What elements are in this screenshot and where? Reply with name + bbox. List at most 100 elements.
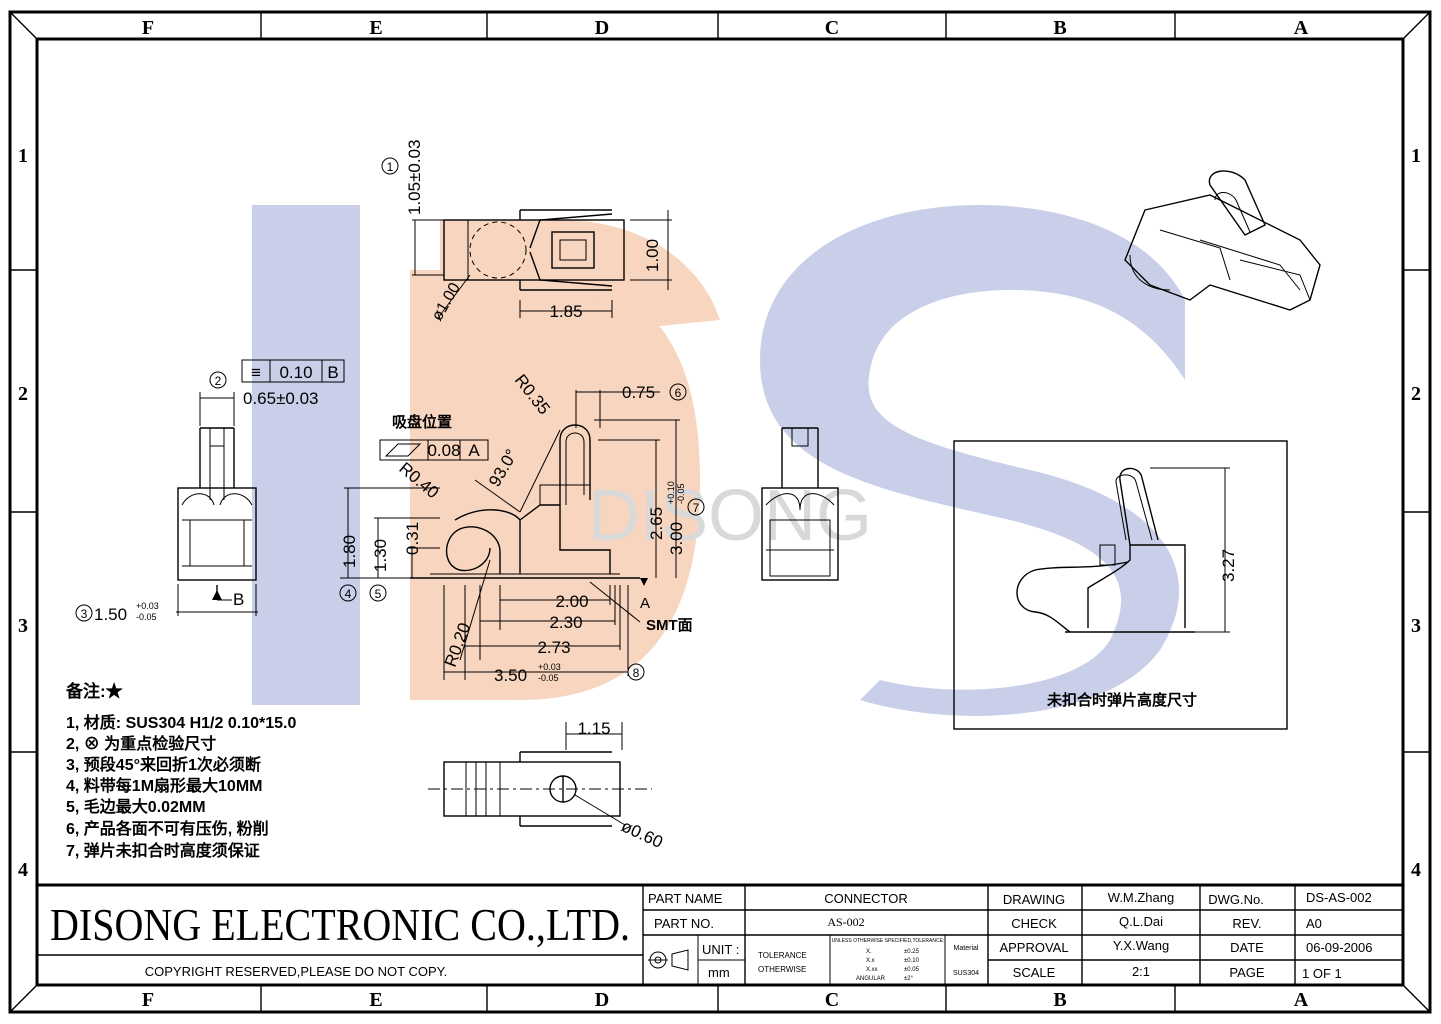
tolerance-value: 0.10 bbox=[279, 363, 312, 382]
dim-length: 1.85 bbox=[549, 302, 582, 321]
col-label-top: B bbox=[1053, 17, 1066, 39]
note-item: 2, ⊗ 为重点检验尺寸 bbox=[66, 734, 216, 753]
dim-3-27: 3.27 bbox=[1219, 549, 1238, 582]
dim-width: 1.00 bbox=[643, 239, 662, 272]
row-label-right: 3 bbox=[1411, 615, 1421, 637]
note-item: 3, 预段45°来回折1次必须断 bbox=[66, 755, 261, 774]
dim-2-00: 2.00 bbox=[555, 592, 588, 611]
dim-height: 1.05±0.03 bbox=[405, 139, 424, 215]
tol-lower: -0.05 bbox=[676, 483, 686, 504]
col-label-top: D bbox=[595, 17, 609, 39]
check-value: Q.L.Dai bbox=[1119, 914, 1163, 929]
tolerance-row-key: ANGULAR bbox=[856, 976, 886, 982]
unit-label: UNIT : bbox=[702, 942, 739, 957]
col-label-top: E bbox=[369, 17, 382, 39]
copyright-notice: COPYRIGHT RESERVED,PLEASE DO NOT COPY. bbox=[145, 964, 447, 979]
title-block-grid bbox=[37, 883, 1403, 985]
dim-0-75: 0.75 bbox=[622, 383, 655, 402]
part-name-label: PART NAME bbox=[648, 891, 723, 906]
dim-width: 0.65±0.03 bbox=[243, 389, 319, 408]
dim-0-31: 0.31 bbox=[403, 522, 422, 555]
grid-labels: F E D C B A F E D C B A 1 2 3 4 1 2 3 4 bbox=[18, 17, 1421, 1011]
tolerance-row-value: ±0.05 bbox=[904, 967, 920, 973]
col-label-bottom: C bbox=[825, 989, 839, 1011]
tol-upper: +0.03 bbox=[136, 601, 159, 611]
balloon bbox=[369, 584, 387, 602]
left-view bbox=[176, 359, 345, 616]
dim-1-15: 1.15 bbox=[577, 719, 610, 738]
dim-2-30: 2.30 bbox=[549, 613, 582, 632]
sheet-frame bbox=[8, 10, 1432, 1014]
balloon bbox=[75, 604, 93, 622]
balloon bbox=[687, 498, 705, 516]
part-name-value: CONNECTOR bbox=[824, 891, 908, 906]
rev-value: A0 bbox=[1306, 916, 1322, 931]
dim-bottom: 1.50 bbox=[94, 605, 127, 624]
date-value: 06-09-2006 bbox=[1306, 940, 1373, 955]
tol-lower: -0.05 bbox=[136, 612, 157, 622]
smt-face-label: SMT面 bbox=[646, 617, 693, 634]
watermark-s bbox=[760, 205, 1185, 716]
tolerance-row-value: ±0.25 bbox=[904, 949, 920, 955]
dim-1-30: 1.30 bbox=[371, 539, 390, 572]
note-item: 6, 产品各面不可有压伤, 粉削 bbox=[66, 819, 269, 838]
balloon-number: 7 bbox=[693, 501, 700, 515]
page-value: 1 OF 1 bbox=[1302, 966, 1342, 981]
col-label-bottom: B bbox=[1053, 989, 1066, 1011]
datum-label: A bbox=[640, 595, 650, 612]
dim-2-73: 2.73 bbox=[537, 638, 570, 657]
scale-value: 2:1 bbox=[1132, 964, 1150, 979]
page-label: PAGE bbox=[1229, 965, 1264, 980]
note-item: 5, 毛边最大0.02MM bbox=[66, 797, 206, 816]
row-label-left: 4 bbox=[18, 859, 28, 881]
front-view bbox=[340, 390, 680, 680]
dim-0-60: ø0.60 bbox=[618, 816, 665, 852]
watermark-text: DISONG bbox=[588, 476, 872, 556]
dim-3-50: 3.50 bbox=[494, 666, 527, 685]
tol-lower: -0.05 bbox=[538, 673, 559, 683]
part-no-value: AS-002 bbox=[827, 915, 864, 929]
balloon-number: 4 bbox=[345, 587, 352, 601]
material-value: SUS304 bbox=[953, 970, 979, 977]
tolerance-row-key: X.xx bbox=[866, 967, 878, 973]
rev-label: REV. bbox=[1232, 916, 1261, 931]
dim-2-65: 2.65 bbox=[647, 507, 666, 540]
tolerance-row-value: ±2° bbox=[904, 976, 914, 982]
dwg-label: DWG.No. bbox=[1208, 892, 1264, 907]
balloon bbox=[627, 663, 645, 681]
tolerance-label: TOLERANCE bbox=[758, 951, 807, 960]
symmetry-symbol: ≡ bbox=[251, 363, 261, 382]
note-item: 1, 材质: SUS304 H1/2 0.10*15.0 bbox=[66, 713, 296, 732]
right-view bbox=[761, 427, 839, 581]
balloon bbox=[381, 157, 399, 175]
tolerance-header: UNLESS OTHERWISE SPECIFIED,TOLERANCE: bbox=[832, 938, 945, 944]
note-item: 4, 料带每1M扇形最大10MM bbox=[66, 776, 262, 795]
isometric-view bbox=[1124, 170, 1321, 311]
balloon-number: 6 bbox=[675, 386, 682, 400]
row-label-right: 2 bbox=[1411, 383, 1421, 405]
watermark-d-top bbox=[440, 220, 720, 330]
tolerance-row-key: X.x bbox=[866, 958, 875, 964]
balloon bbox=[339, 584, 357, 602]
note-item: 7, 弹片未扣合时高度须保证 bbox=[66, 841, 260, 860]
balloon bbox=[209, 371, 227, 389]
company-name: DISONG ELECTRONIC CO.,LTD. bbox=[50, 899, 630, 950]
balloon-number: 2 bbox=[215, 374, 222, 388]
unit-value: mm bbox=[708, 965, 730, 980]
col-label-top: C bbox=[825, 17, 839, 39]
tol-upper: +0.03 bbox=[538, 662, 561, 672]
drawing-label: DRAWING bbox=[1003, 892, 1065, 907]
date-label: DATE bbox=[1230, 940, 1264, 955]
row-label-left: 2 bbox=[18, 383, 28, 405]
row-label-left: 1 bbox=[18, 145, 28, 167]
inset-view bbox=[953, 440, 1288, 730]
drawing-value: W.M.Zhang bbox=[1108, 890, 1174, 905]
col-label-bottom: F bbox=[142, 989, 154, 1011]
flatness-datum: A bbox=[468, 441, 480, 460]
tol-upper: +0.10 bbox=[666, 481, 676, 504]
col-label-bottom: A bbox=[1294, 989, 1309, 1011]
tolerance-datum: B bbox=[327, 363, 338, 382]
col-label-top: A bbox=[1294, 17, 1309, 39]
flatness-value: 0.08 bbox=[427, 441, 460, 460]
